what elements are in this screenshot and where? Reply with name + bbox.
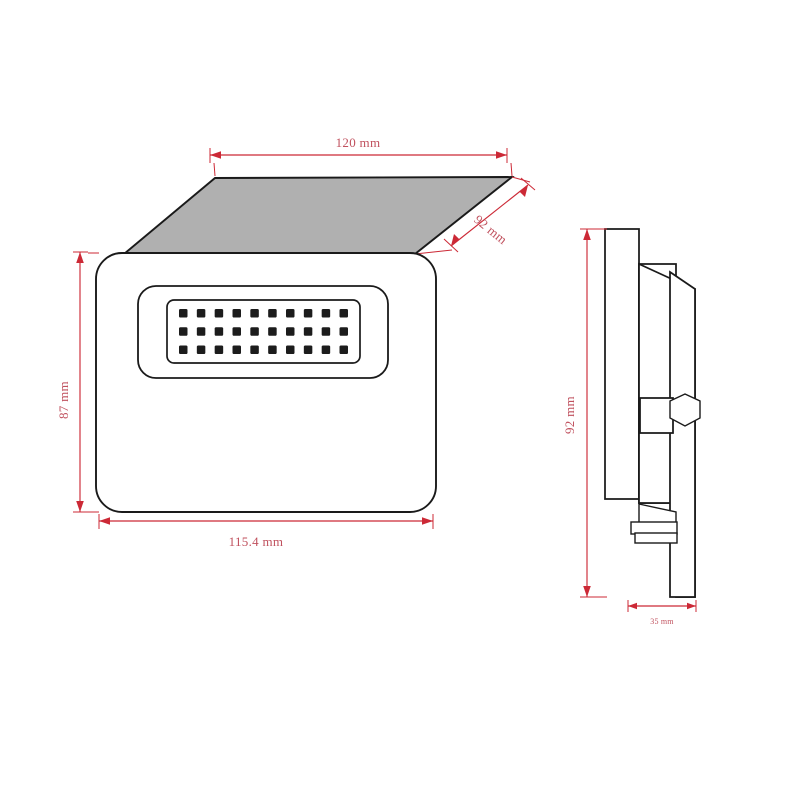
dimension-height: 87 mm xyxy=(56,251,99,513)
dimension-label-top-width: 120 mm xyxy=(336,135,381,150)
led-chip xyxy=(232,309,241,318)
led-chip xyxy=(250,327,259,336)
hex-nut xyxy=(669,393,701,427)
arrowhead-bottom xyxy=(76,501,84,512)
side-lens-plate xyxy=(604,228,640,500)
cable-gland-nut xyxy=(634,532,678,544)
led-chip xyxy=(179,309,188,318)
led-chip xyxy=(268,327,277,336)
led-chip xyxy=(321,309,331,318)
led-chip xyxy=(232,345,241,354)
arrowhead-top xyxy=(76,252,84,263)
side-view-group: 92 mm 35 mm xyxy=(562,228,701,626)
led-chip xyxy=(214,327,224,336)
led-chip xyxy=(286,345,295,354)
led-chip xyxy=(268,345,277,354)
led-chip xyxy=(303,345,313,354)
dimension-label-bottom-width: 115.4 mm xyxy=(229,534,284,549)
arrowhead-bottom xyxy=(583,586,591,597)
led-chip xyxy=(339,345,348,354)
led-chip xyxy=(303,327,313,336)
arrowhead-top xyxy=(583,229,591,240)
led-chip xyxy=(196,309,206,318)
arrowhead-left xyxy=(99,517,110,525)
dimension-label-depth: 92 mm xyxy=(471,212,510,248)
led-chip xyxy=(214,345,224,354)
arrowhead-right xyxy=(496,151,507,159)
arrowhead-right xyxy=(687,602,696,610)
led-chip xyxy=(303,309,313,318)
dimension-side-depth: 35 mm xyxy=(627,600,697,626)
led-chip xyxy=(196,327,206,336)
led-chip xyxy=(286,309,295,318)
dimension-top-width xyxy=(209,148,513,177)
led-grid xyxy=(179,309,348,354)
led-chip xyxy=(321,327,331,336)
led-chip xyxy=(286,327,295,336)
led-chip xyxy=(339,327,348,336)
bracket-boss xyxy=(639,397,674,434)
cable-gland-collar xyxy=(630,521,678,535)
dimension-side-height: 92 mm xyxy=(562,228,607,598)
led-chip xyxy=(179,327,188,336)
led-chip xyxy=(250,309,259,318)
led-chip xyxy=(232,327,241,336)
arrowhead-diag-bottom xyxy=(451,234,460,246)
led-chip xyxy=(250,345,259,354)
dimension-bottom-width: 115.4 mm xyxy=(98,514,434,549)
led-chip xyxy=(196,345,206,354)
led-chip xyxy=(268,309,277,318)
led-chip xyxy=(179,345,188,354)
arrowhead-left xyxy=(628,602,637,610)
dimension-label-side-depth: 35 mm xyxy=(650,617,674,626)
led-chip xyxy=(214,309,224,318)
arrowhead-diag-top xyxy=(519,185,528,197)
arrowhead-left xyxy=(210,151,221,159)
led-chip xyxy=(339,309,348,318)
led-chip xyxy=(321,345,331,354)
arrowhead-right xyxy=(422,517,433,525)
front-view-group: 92 mm 87 mm xyxy=(56,135,536,549)
led-panel xyxy=(166,299,361,364)
dimension-label-side-height: 92 mm xyxy=(562,396,577,434)
mounting-bracket-arm xyxy=(669,270,696,598)
dimension-label-height: 87 mm xyxy=(56,381,71,419)
